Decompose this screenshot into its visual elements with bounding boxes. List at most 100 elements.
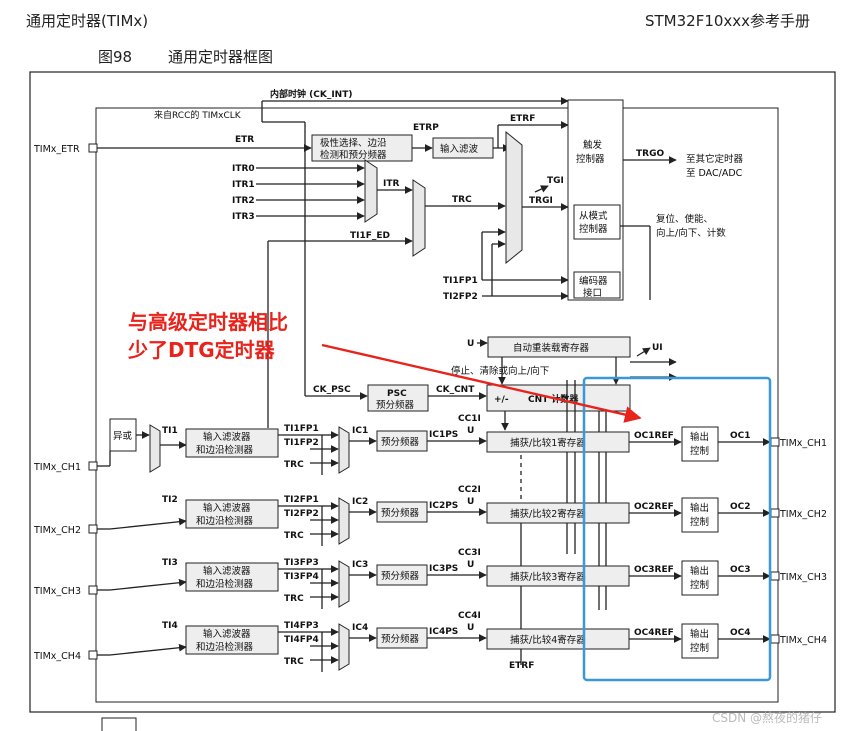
ch2-input-pin-label: TIMx_CH2 xyxy=(33,525,81,536)
ch3-input-pin-label: TIMx_CH3 xyxy=(33,586,81,597)
ch3-trc-label: TRC xyxy=(284,594,304,604)
ch1-output-pin-label: TIMx_CH1 xyxy=(779,438,827,449)
ch1-input-pin-label: TIMx_CH1 xyxy=(33,462,81,473)
ch1-prescaler-text: 预分频器 xyxy=(381,436,420,448)
ch4-fpb-label: TI4FP4 xyxy=(284,635,319,645)
slave-text-2: 控制器 xyxy=(579,223,608,235)
auto-reload-text: 自动重装载寄存器 xyxy=(513,342,590,354)
trgi-label: TRGI xyxy=(529,196,553,206)
ch1-fpb-label: TI1FP2 xyxy=(284,438,319,448)
slave-text-1: 从模式 xyxy=(579,210,608,222)
ch2-input-pin[interactable] xyxy=(88,524,98,534)
ch2-output-text-2: 控制 xyxy=(690,516,709,528)
ch4-ocref-label: OC4REF xyxy=(634,628,674,638)
ch2-output-pin[interactable] xyxy=(770,508,780,518)
ch4-icps-label: IC4PS xyxy=(429,627,458,637)
ch4-filter-text-2: 和边沿检测器 xyxy=(196,641,254,653)
ch2-ti-wire xyxy=(109,517,187,530)
stop-clear-label: 停止、清除或向上/向下 xyxy=(451,365,549,377)
ch2-output-pin-label: TIMx_CH2 xyxy=(779,509,827,520)
ch3-input-pin[interactable] xyxy=(88,585,98,595)
ch1-ocref-label: OC1REF xyxy=(634,431,674,441)
trc-top-label: TRC xyxy=(452,195,472,205)
watermark: CSDN @熬夜的猪仔 xyxy=(712,710,822,725)
ch1-output-text-1: 输出 xyxy=(690,431,709,443)
itr1-label: ITR1 xyxy=(232,180,255,190)
ch3-cci-label: CC3I xyxy=(458,548,481,558)
ch2-filter-text-1: 输入滤波器 xyxy=(203,502,251,514)
ui-label: UI xyxy=(652,343,663,353)
ch3-fpa-label: TI3FP3 xyxy=(284,558,319,568)
ch3-filter-block xyxy=(185,562,279,592)
xor-block xyxy=(109,418,137,452)
to-other-timers: 至其它定时器 xyxy=(686,153,744,165)
ch1-ic-mux xyxy=(338,426,350,474)
etrp-label: ETRP xyxy=(413,123,439,133)
ch1-oc-label: OC1 xyxy=(730,431,751,441)
reset-text-2: 向上/向下、计数 xyxy=(656,227,726,239)
ch4-fpa-label: TI4FP3 xyxy=(284,621,319,631)
header-left: 通用定时器(TIMx) xyxy=(26,12,149,30)
inner-frame xyxy=(95,107,779,703)
annotation-line-1: 与高级定时器相比 xyxy=(128,310,288,334)
trigger-controller xyxy=(567,99,624,301)
ch4-output-control xyxy=(681,623,719,659)
ch4-output-pin[interactable] xyxy=(770,634,780,644)
ch2-prescaler-text: 预分频器 xyxy=(381,507,420,519)
ch2-trc-label: TRC xyxy=(284,531,304,541)
etr-pin[interactable] xyxy=(88,143,98,153)
etr-label: ETR xyxy=(235,135,254,145)
ch4-prescaler-text: 预分频器 xyxy=(381,633,420,645)
ch2-output-control xyxy=(681,497,719,533)
ch4-ic-mux xyxy=(338,623,350,671)
ch3-fpb-label: TI3FP4 xyxy=(284,572,319,582)
ch1-input-pin[interactable] xyxy=(88,461,98,471)
trigger-text-2: 控制器 xyxy=(576,153,605,165)
annotation-arrow xyxy=(321,343,642,423)
ch3-ti-label: TI3 xyxy=(162,558,178,568)
ch3-output-text-1: 输出 xyxy=(690,565,709,577)
ch4-u-label: U xyxy=(467,623,474,633)
ch3-u-label: U xyxy=(467,560,474,570)
ch2-oc-label: OC2 xyxy=(730,502,751,512)
ch1-filter-text-2: 和边沿检测器 xyxy=(196,444,254,456)
trc-mux xyxy=(412,179,426,257)
ch2-ic-label: IC2 xyxy=(352,497,368,507)
etr-pin-label: TIMx_ETR xyxy=(33,144,80,155)
ck-cnt-label: CK_CNT xyxy=(436,385,475,395)
ch4-output-text-1: 输出 xyxy=(690,628,709,640)
ch2-fpb-label: TI2FP2 xyxy=(284,509,319,519)
figure-title: 通用定时器框图 xyxy=(168,48,274,66)
itr3-label: ITR3 xyxy=(232,212,255,222)
ch4-ti-label: TI4 xyxy=(162,621,178,631)
cnt-pm: +/- xyxy=(494,395,509,405)
ch1-cci-label: CC1I xyxy=(458,414,481,424)
ch1-ccr-text: 捕获/比较1寄存器 xyxy=(510,437,586,449)
ch4-ic-label: IC4 xyxy=(352,623,368,633)
ck-int-label: 内部时钟 (CK_INT) xyxy=(270,88,352,100)
tgi-label: TGI xyxy=(547,176,564,186)
ch1-output-pin[interactable] xyxy=(770,437,780,447)
itr0-label: ITR0 xyxy=(232,164,255,174)
polarity-text-2: 检测和预分频器 xyxy=(320,149,387,161)
itr-mux xyxy=(364,159,378,223)
ch2-filter-block xyxy=(185,499,279,529)
figure-number: 图98 xyxy=(98,48,133,66)
highlight-box xyxy=(582,376,772,682)
annotation-line-2: 少了DTG定时器 xyxy=(127,338,276,362)
ch2-output-text-1: 输出 xyxy=(690,502,709,514)
ch3-output-pin[interactable] xyxy=(770,571,780,581)
ch4-filter-text-1: 输入滤波器 xyxy=(203,628,251,640)
ch3-prescaler-text: 预分频器 xyxy=(381,570,420,582)
ch3-ic-mux xyxy=(338,560,350,608)
ch3-output-control xyxy=(681,560,719,596)
ch3-output-pin-label: TIMx_CH3 xyxy=(779,572,827,583)
xor-text: 异或 xyxy=(113,430,133,442)
ch4-oc-label: OC4 xyxy=(730,628,751,638)
polarity-text-1: 极性选择、边沿 xyxy=(320,137,387,149)
ch2-icps-label: IC2PS xyxy=(429,501,458,511)
ch3-filter-text-1: 输入滤波器 xyxy=(203,565,251,577)
polarity-block xyxy=(311,134,413,162)
ch4-input-pin[interactable] xyxy=(88,650,98,660)
